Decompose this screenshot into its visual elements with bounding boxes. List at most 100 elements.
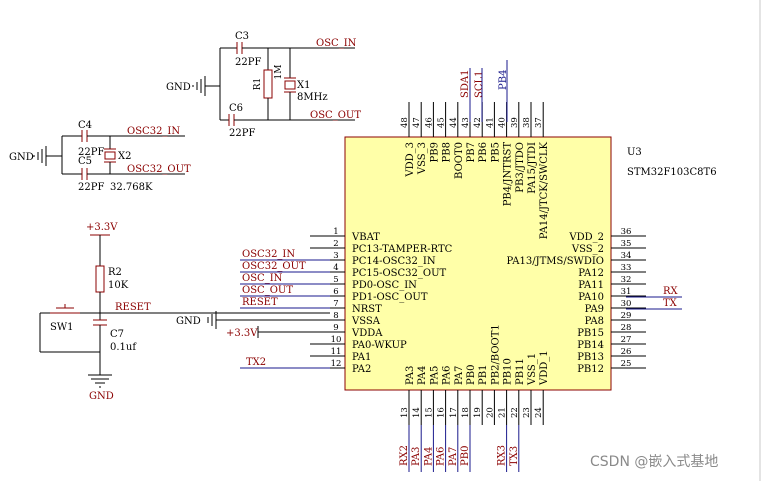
pin-num-48: 48 (400, 117, 410, 128)
c6-ref: C6 (229, 103, 243, 114)
r1-value: 1M (274, 65, 284, 80)
pin-name-25: PB12 (577, 364, 604, 375)
c4-value: 22PF (78, 147, 104, 158)
pin-name-2: PC13-TAMPER-RTC (352, 244, 453, 255)
pin-name-18: PB0 (466, 365, 477, 385)
net-osc-out-top: OSC_OUT (310, 110, 361, 121)
pin-num-29: 29 (621, 311, 632, 321)
pin-num-25: 25 (621, 359, 632, 369)
c5-ref: C5 (78, 156, 92, 167)
vcc-label-reset: +3.3V (86, 222, 118, 233)
net-pa6: PA6 (436, 447, 447, 466)
x2-ref: X2 (118, 151, 131, 162)
c7-ref: C7 (110, 329, 124, 340)
pin-num-24: 24 (534, 407, 544, 418)
net-pa4: PA4 (423, 447, 434, 466)
c7-value: 0.1uf (110, 342, 137, 353)
pin-num-23: 23 (522, 407, 532, 418)
pin-num-40: 40 (498, 117, 508, 128)
pin-name-17: PA7 (454, 366, 465, 385)
pin-num-15: 15 (424, 407, 434, 418)
pin-name-10: PA0-WKUP (352, 340, 407, 351)
net-osc32-in: OSC32_IN (242, 249, 295, 260)
net-scl1: SCL1 (474, 70, 485, 98)
pin-name-20: PB2/BOOT1 (490, 324, 501, 385)
pin-num-35: 35 (621, 239, 632, 249)
pin-name-46: PB9 (429, 142, 440, 162)
r2-value: 10K (108, 280, 129, 291)
chip-body (344, 136, 612, 391)
pin-num-39: 39 (510, 117, 520, 128)
pin-num-9: 9 (333, 323, 338, 333)
pin-name-5: PD0-OSC_IN (352, 280, 417, 291)
pin-name-39: PB3/JTDO (515, 142, 526, 193)
reset-circuit: +3.3V R2 10K RESET SW1 C7 0.1uf GND (39, 222, 330, 402)
main-oscillator: C3 22PF C6 22PF GND R1 1M X1 8MHz OSC_IN… (166, 31, 361, 139)
pin-name-6: PD1-OSC_OUT (352, 292, 428, 303)
pin-num-5: 5 (333, 275, 338, 285)
pin-name-38: PA15/JTDI (527, 142, 538, 194)
pin-name-43: PB7 (466, 142, 477, 162)
net-sda1: SDA1 (460, 70, 471, 98)
pin-name-42: PB6 (478, 142, 489, 162)
pin-name-47: VSS_3 (417, 142, 428, 175)
net-pb0: PB0 (460, 446, 471, 466)
pin-name-7: NRST (352, 304, 382, 315)
net-osc32-out-top: OSC32_OUT (127, 164, 191, 175)
pin-num-2: 2 (333, 239, 338, 249)
pin-name-22: PB11 (515, 358, 526, 385)
x1-value: 8MHz (297, 92, 328, 103)
x2-value: 32.768K (110, 182, 153, 193)
pin-num-20: 20 (485, 407, 495, 418)
pin-num-19: 19 (473, 407, 483, 418)
c5-value: 22PF (78, 182, 104, 193)
rtc-oscillator: C4 22PF C5 22PF GND X2 32.768K OSC32_IN … (9, 120, 191, 193)
pin-name-23: VSS_1 (527, 353, 538, 386)
c3-ref: C3 (235, 31, 249, 42)
net-tx2: TX2 (246, 357, 266, 368)
pin-num-18: 18 (461, 407, 471, 418)
gnd-label-reset: GND (89, 391, 114, 402)
net-pb4: PB4 (498, 70, 509, 90)
pin-num-3: 3 (333, 251, 338, 261)
pin-num-44: 44 (449, 117, 459, 128)
net-osc32-out: OSC32_OUT (242, 261, 306, 272)
pin-num-43: 43 (461, 117, 471, 128)
pin-num-4: 4 (333, 263, 338, 273)
net-reset-mid: RESET (115, 302, 151, 313)
net-tx3: TX3 (509, 446, 520, 466)
pin-name-36: VDD_2 (568, 232, 604, 243)
net-pa3: PA3 (411, 447, 422, 466)
c6-value: 22PF (229, 128, 255, 139)
pin-num-10: 10 (331, 335, 342, 345)
c4-ref: C4 (78, 120, 92, 131)
pin-name-31: PA10 (578, 292, 604, 303)
pin-name-21: PB10 (503, 358, 514, 385)
r2-ref: R2 (108, 267, 122, 278)
pin-num-7: 7 (333, 299, 338, 309)
pin-name-19: PB1 (478, 365, 489, 385)
watermark: CSDN @嵌入式基地 (590, 453, 718, 470)
pin-num-21: 21 (498, 407, 508, 418)
net-rx: RX (663, 286, 679, 297)
pin-num-17: 17 (449, 407, 459, 418)
pin-num-46: 46 (424, 117, 434, 128)
x1-ref: X1 (297, 80, 310, 91)
pin-name-16: PA6 (442, 366, 453, 385)
pin-num-8: 8 (333, 311, 338, 321)
net-osc-in-top: OSC_IN (316, 38, 357, 49)
pin-num-42: 42 (473, 117, 483, 128)
r1-ref: R1 (253, 78, 263, 91)
gnd-label-rtc: GND (9, 152, 34, 163)
net-osc32-in-top: OSC32_IN (127, 126, 180, 137)
pin-num-34: 34 (621, 251, 632, 261)
pin-num-28: 28 (621, 323, 632, 333)
pin-name-35: VSS_2 (571, 244, 604, 255)
gnd-label-vssa: GND (176, 316, 201, 327)
pin-name-30: PA9 (585, 304, 604, 315)
pin-name-41: PB5 (490, 142, 501, 162)
pin-name-4: PC15-OSC32_OUT (352, 268, 447, 279)
net-rx3: RX3 (497, 445, 508, 466)
